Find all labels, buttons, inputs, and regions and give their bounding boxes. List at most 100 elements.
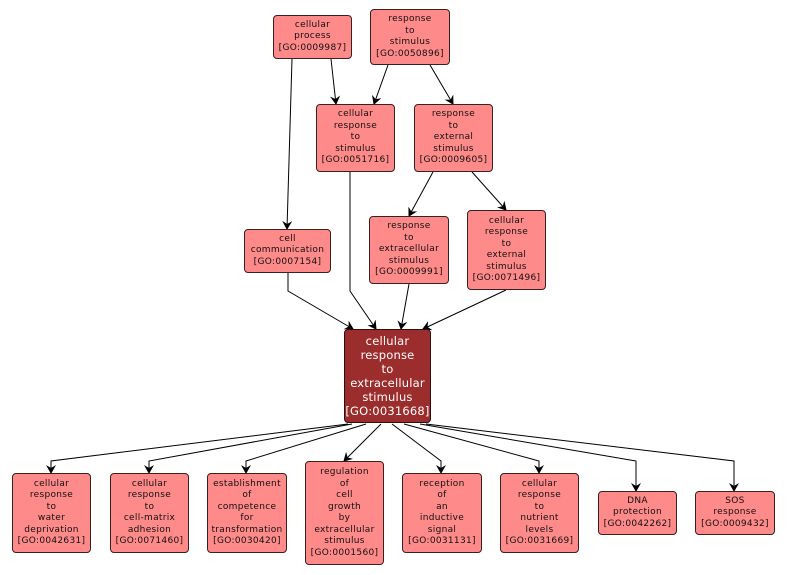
- node-label-line: external: [486, 250, 527, 260]
- go-id-label: [GO:0031131]: [408, 536, 476, 546]
- node-label-line: an: [436, 501, 448, 512]
- edge-n0031668-to-n0042631: [46, 423, 349, 474]
- node-label-line: response: [484, 227, 529, 237]
- node-label-line: stimulus: [389, 37, 431, 47]
- node-label-line: cellular: [294, 19, 331, 30]
- node-label-line: signal: [427, 524, 457, 535]
- node-label-line: to: [46, 501, 57, 512]
- go-id-label: [GO:0009605]: [419, 155, 488, 166]
- node-label-line: stimulus: [335, 143, 376, 154]
- node-label-line: regulation: [320, 467, 369, 477]
- node-label-line: cellular: [33, 478, 70, 489]
- node-label-line: external: [433, 132, 474, 143]
- go-id-label: [GO:0030420]: [213, 536, 281, 546]
- node-label-line: of: [437, 490, 447, 500]
- edge-n0031668-to-n0031131: [391, 423, 446, 474]
- edge-n0050896-to-n0009605: [429, 64, 454, 105]
- node-label-line: stimulus: [388, 255, 430, 266]
- node-label-line: process: [294, 31, 331, 42]
- node-label-line: adhesion: [127, 524, 172, 535]
- node-label-line: to: [144, 501, 155, 512]
- node-label-line: cellular: [337, 109, 374, 120]
- edge-n0031668-to-n0042262: [419, 423, 641, 492]
- edge-n0051716-to-n0031668: [349, 172, 377, 330]
- node-label-line: growth: [327, 501, 362, 512]
- node-label-line: DNA: [627, 495, 648, 506]
- node-label-line: for: [240, 513, 254, 523]
- node-label-line: to: [350, 132, 361, 143]
- node-label-line: cellular: [365, 334, 410, 348]
- node-label-line: response: [387, 221, 431, 232]
- node-label-line: establishment: [213, 478, 281, 489]
- node-label-line: stimulus: [324, 536, 365, 546]
- go-id-label: [GO:0009432]: [701, 518, 769, 529]
- node-label-line: to: [501, 238, 512, 249]
- node-label-line: nutrient: [520, 513, 559, 523]
- node-label-line: cellular: [131, 478, 168, 489]
- edge-n0009605-to-n0009991: [408, 171, 434, 217]
- node-label-line: to: [534, 501, 545, 512]
- node-label-line: response: [333, 120, 378, 131]
- edge-n0031668-to-n0030420: [241, 423, 367, 474]
- go-id-label: [GO:0009987]: [278, 42, 347, 53]
- node-label-line: by: [338, 513, 351, 523]
- node-label-line: cellular: [521, 478, 558, 489]
- node-label-line: competence: [217, 501, 277, 512]
- node-label-line: of: [242, 490, 252, 500]
- edge-n0031668-to-n0001560: [343, 423, 382, 462]
- go-id-label: [GO:0042631]: [17, 536, 86, 546]
- node-label-line: of: [339, 478, 350, 489]
- node-label-line: cell: [279, 233, 296, 244]
- edge-n0009987-to-n0051716: [330, 58, 341, 105]
- edge-n0009605-to-n0071496: [471, 171, 507, 211]
- go-id-label: [GO:0051716]: [321, 155, 390, 166]
- node-label-line: deprivation: [24, 524, 79, 535]
- node-label-line: stimulus: [486, 261, 527, 272]
- edge-n0031668-to-n0071460: [144, 423, 353, 474]
- go-id-label: [GO:0031669]: [505, 536, 574, 546]
- go-id-label: [GO:0007154]: [253, 256, 322, 267]
- node-label-line: response: [517, 490, 562, 500]
- go-id-label: [GO:0050896]: [376, 48, 444, 59]
- node-label-line: protection: [613, 507, 662, 518]
- node-label-line: reception: [419, 478, 465, 489]
- go-id-label: [GO:0042262]: [603, 518, 672, 529]
- edge-n0031668-to-n0031669: [403, 423, 544, 474]
- edge-n0031668-to-n0009432: [425, 423, 739, 492]
- node-label-line: extracellular: [314, 524, 375, 535]
- node-label-line: response: [360, 348, 415, 362]
- go-id-label: [GO:0001560]: [310, 547, 379, 558]
- edge-n0007154-to-n0031668: [287, 273, 354, 330]
- go-id-label: [GO:0009991]: [375, 267, 443, 278]
- go-id-label: [GO:0031668]: [345, 404, 430, 418]
- edge-n0050896-to-n0051716: [371, 64, 389, 105]
- node-label-line: cell: [336, 490, 353, 500]
- node-label-line: water: [37, 513, 66, 523]
- node-label-line: levels: [525, 524, 554, 535]
- node-label-line: response: [127, 490, 172, 500]
- node-label-line: response: [388, 14, 432, 24]
- go-id-label: [GO:0071496]: [472, 273, 541, 283]
- node-label-line: communication: [250, 245, 325, 256]
- node-label-line: stimulus: [433, 143, 474, 154]
- edge-n0009991-to-n0031668: [397, 283, 410, 330]
- node-label-line: cellular: [488, 215, 525, 226]
- node-label-line: cell-matrix: [123, 513, 176, 523]
- edge-n0071496-to-n0031668: [422, 289, 507, 331]
